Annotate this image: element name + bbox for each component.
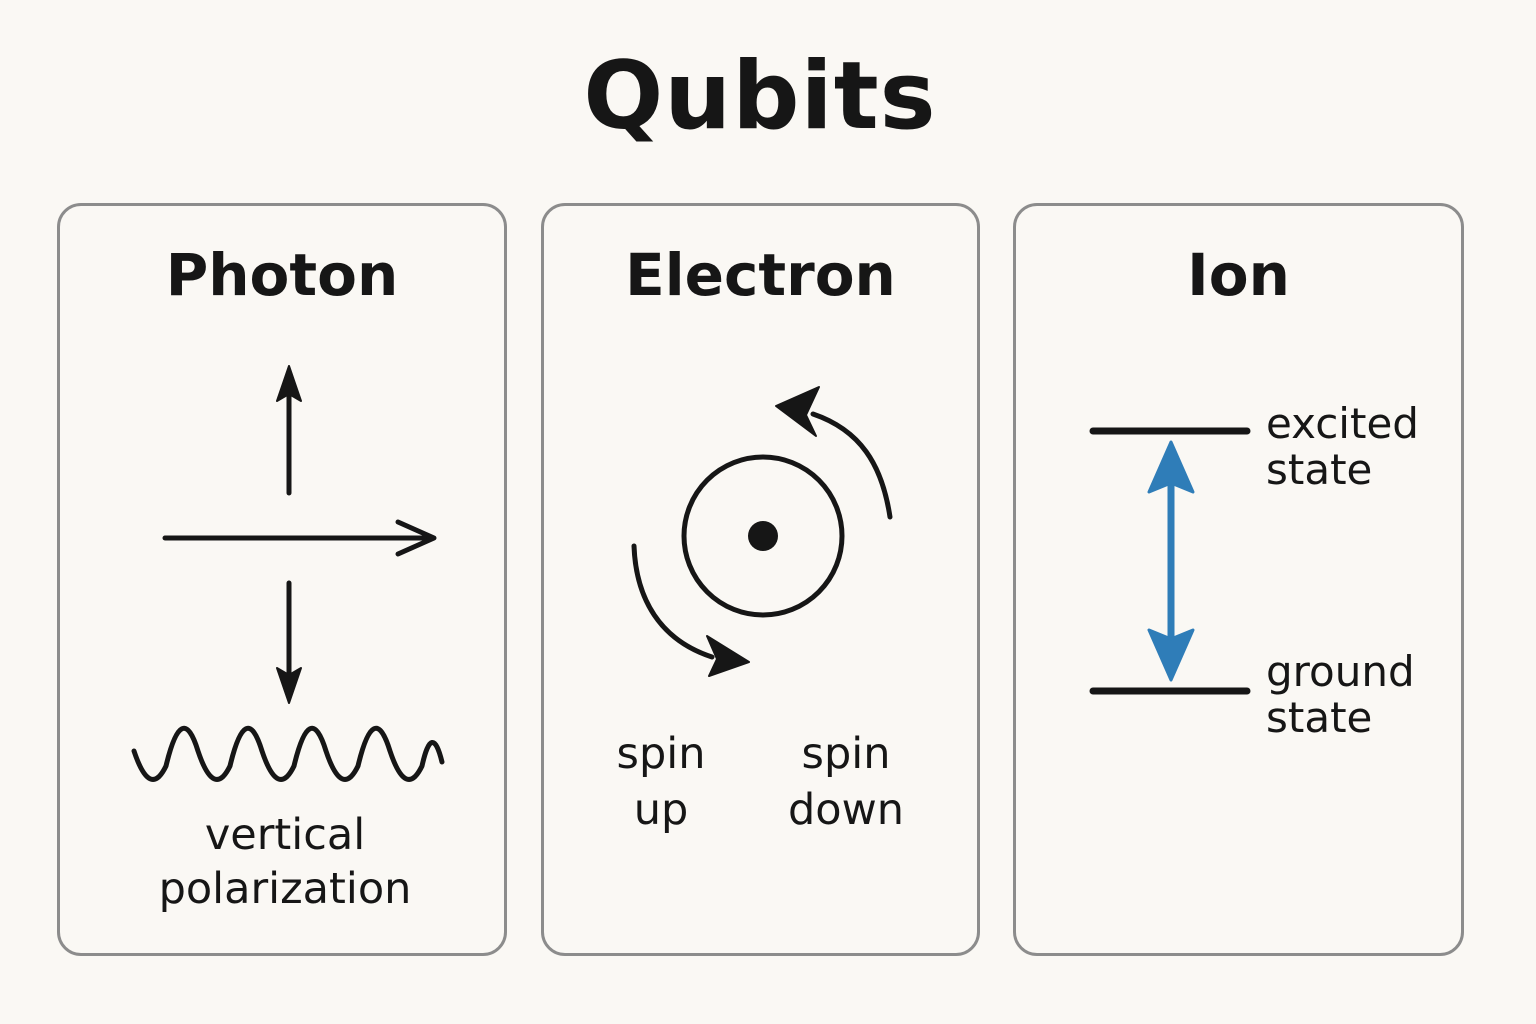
- spin-up-line2: up: [633, 785, 689, 835]
- electron-title: Electron: [625, 241, 896, 309]
- spin-down-line2: down: [787, 785, 905, 835]
- curved-arrow-icon: [631, 543, 750, 677]
- photon-title: Photon: [165, 241, 399, 309]
- ion-diagram: [1089, 427, 1251, 695]
- excited-state-line2: state: [1266, 445, 1373, 494]
- ground-state-line2: state: [1266, 693, 1373, 742]
- spin-up-line1: spin: [616, 729, 706, 779]
- wave-icon: [131, 725, 445, 782]
- spin-down-line1: spin: [801, 729, 891, 779]
- ion-title: Ion: [1187, 241, 1290, 309]
- curved-arrow-icon: [775, 386, 893, 520]
- electron-diagram: [631, 386, 893, 677]
- electron-panel: Electron spin up spin down: [541, 203, 980, 956]
- right-arrow-icon: [162, 519, 437, 557]
- spin-center-dot: [748, 521, 778, 551]
- spin-circle-icon: [681, 454, 845, 618]
- ground-state-line1: ground: [1266, 647, 1415, 696]
- double-arrow-icon: [1147, 440, 1195, 682]
- photon-label-line2: polarization: [158, 864, 412, 914]
- up-arrow-icon: [276, 365, 302, 496]
- photon-diagram: [131, 365, 445, 782]
- photon-label-line1: vertical: [204, 810, 366, 860]
- page-title: Qubits: [583, 42, 937, 151]
- ion-panel: Ion excited state ground state: [1013, 203, 1464, 956]
- down-arrow-icon: [276, 580, 302, 704]
- excited-state-line1: excited: [1266, 399, 1419, 448]
- photon-panel: Photon vertical polarization: [57, 203, 507, 956]
